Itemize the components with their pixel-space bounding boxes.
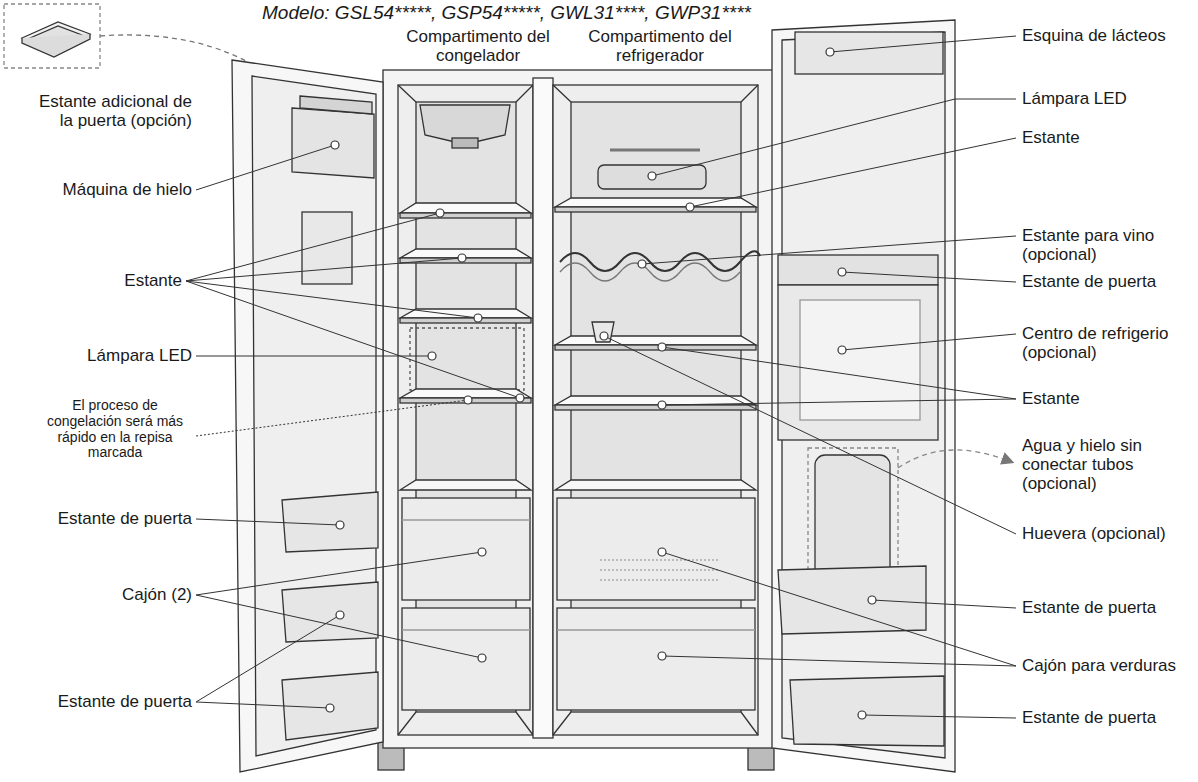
- part-label: Estante adicional de la puerta (opción): [30, 92, 192, 130]
- part-label: Agua y hielo sin conectar tubos (opciona…: [1022, 436, 1194, 494]
- part-label: Máquina de hielo: [2, 180, 192, 199]
- part-label: El proceso de congelación será más rápid…: [40, 398, 190, 461]
- part-label: Estante: [1022, 128, 1194, 147]
- part-label: Cajón (2): [2, 585, 192, 604]
- model-title: Modelo: GSL54*****, GSP54*****, GWL31***…: [262, 2, 751, 24]
- part-label: Lámpara LED: [2, 346, 192, 365]
- part-label: Compartimento del congelador: [404, 27, 552, 65]
- part-label: Centro de refrigerio (opcional): [1022, 324, 1194, 362]
- part-label: Huevera (opcional): [1022, 524, 1194, 543]
- part-label: Estante: [1022, 389, 1194, 408]
- part-label: Estante de puerta: [2, 692, 192, 711]
- part-label: Estante de puerta: [1022, 708, 1194, 727]
- part-label: Estante: [2, 271, 182, 290]
- part-label: Estante de puerta: [1022, 598, 1194, 617]
- part-label: Estante de puerta: [2, 509, 192, 528]
- part-label: Esquina de lácteos: [1022, 26, 1194, 45]
- part-label: Estante para vino (opcional): [1022, 226, 1194, 264]
- part-label: Lámpara LED: [1022, 89, 1194, 108]
- part-label: Estante de puerta: [1022, 272, 1194, 291]
- part-label: Cajón para verduras: [1022, 656, 1194, 675]
- part-label: Compartimento del refrigerador: [582, 27, 738, 65]
